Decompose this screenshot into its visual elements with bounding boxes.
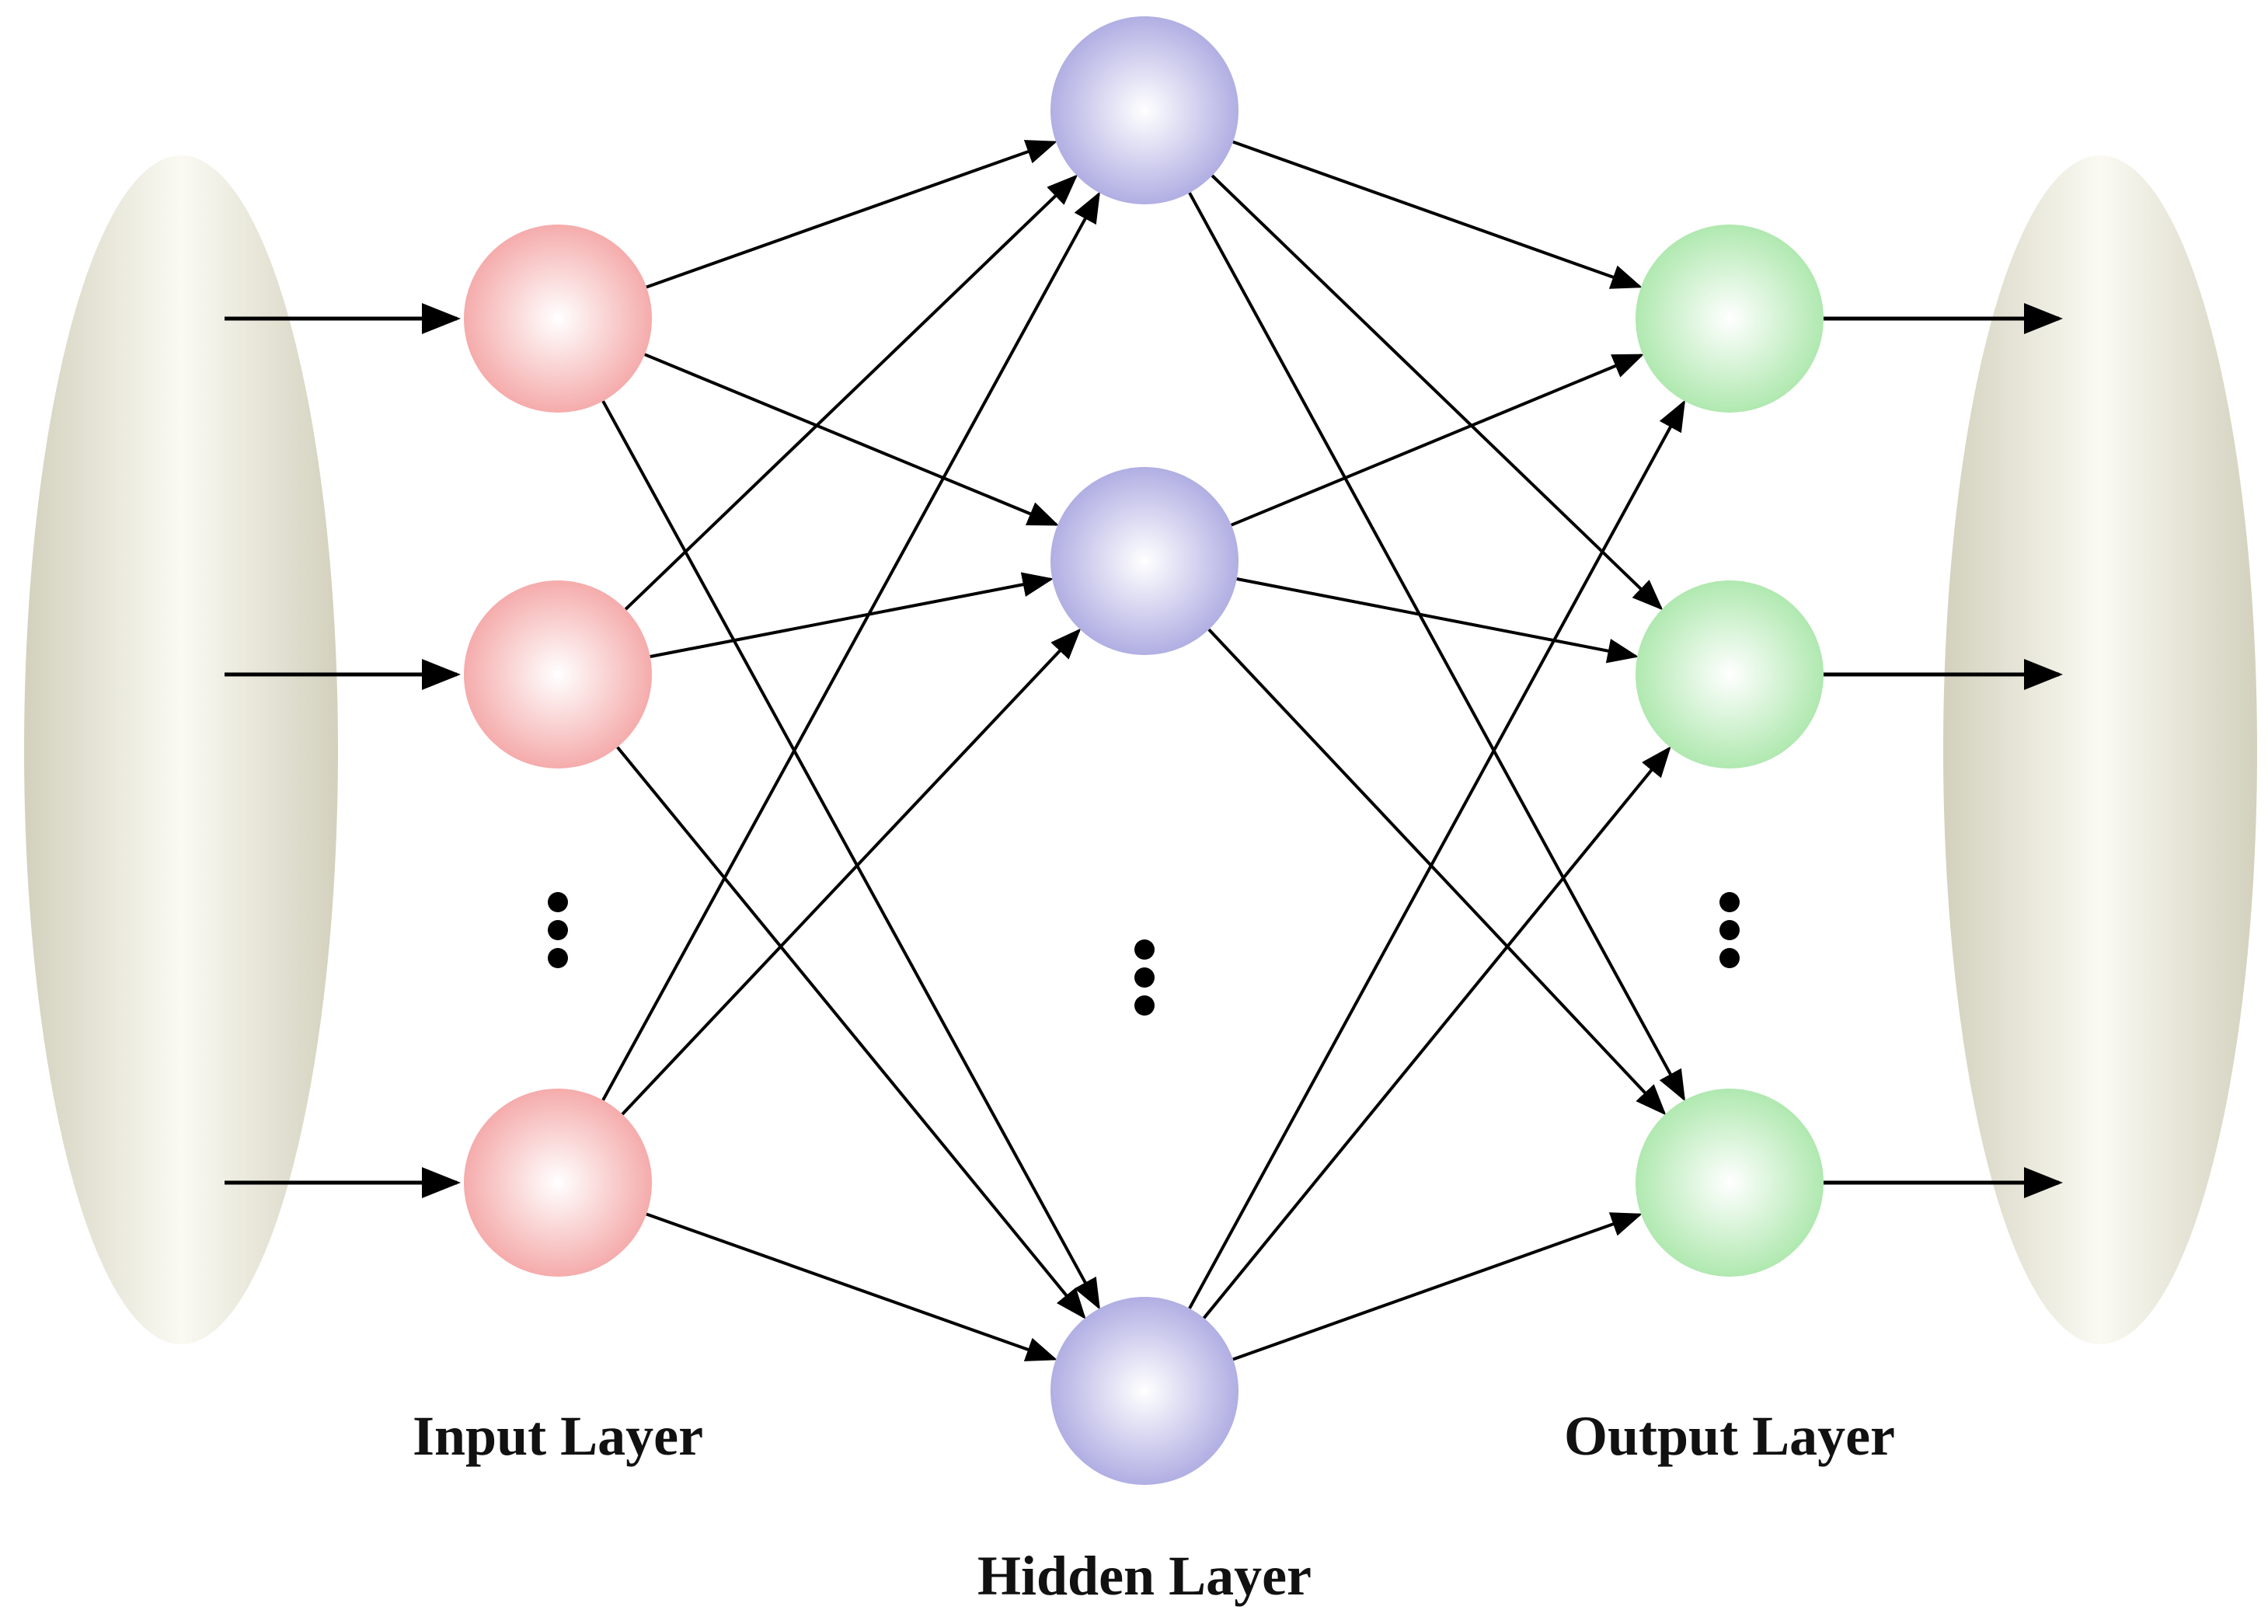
hidden-output-edge-2-1 bbox=[1231, 354, 1645, 527]
input-hidden-edge-1-1 bbox=[646, 140, 1057, 289]
hidden-output-edge-2-2 bbox=[1236, 577, 1639, 664]
output-node-1 bbox=[1636, 225, 1824, 413]
input-node-3 bbox=[464, 1089, 652, 1277]
input-node-1 bbox=[464, 225, 652, 413]
hidden-layer-nodes bbox=[1050, 16, 1239, 1485]
hidden-output-edge-3-2 bbox=[1202, 746, 1671, 1319]
hidden-output-edge-3-3 bbox=[1232, 1212, 1643, 1361]
input-hidden-edge-3-2 bbox=[621, 628, 1082, 1116]
output-layer-nodes bbox=[1636, 225, 1824, 1277]
hidden-node-3 bbox=[1050, 1297, 1239, 1485]
input-hidden-edge-2-3 bbox=[616, 746, 1086, 1319]
connections bbox=[601, 140, 1686, 1361]
input-layer-label: Input Layer bbox=[413, 1405, 703, 1467]
output-side-ellipse bbox=[1943, 155, 2257, 1344]
hidden-output-edge-2-3 bbox=[1207, 628, 1667, 1116]
input-hidden-edge-2-2 bbox=[650, 572, 1054, 658]
input-hidden-edge-2-1 bbox=[624, 174, 1078, 611]
output-ellipsis-dots bbox=[1719, 892, 1740, 968]
input-hidden-edge-3-1 bbox=[601, 191, 1100, 1101]
hidden-ellipsis-dots bbox=[1134, 939, 1155, 1016]
input-hidden-edge-1-3 bbox=[601, 400, 1100, 1310]
output-node-3 bbox=[1636, 1089, 1824, 1277]
input-arrows bbox=[225, 303, 461, 1198]
hidden-output-edge-1-3 bbox=[1188, 192, 1686, 1102]
input-ellipsis-dots bbox=[548, 892, 568, 968]
hidden-layer-label: Hidden Layer bbox=[977, 1545, 1312, 1607]
input-hidden-edge-3-3 bbox=[646, 1212, 1057, 1361]
output-layer-label: Output Layer bbox=[1564, 1405, 1895, 1467]
input-hidden-edge-1-2 bbox=[644, 353, 1059, 526]
hidden-node-1 bbox=[1050, 16, 1239, 204]
input-layer-nodes bbox=[464, 225, 652, 1277]
output-node-2 bbox=[1636, 580, 1824, 768]
output-arrows bbox=[1824, 303, 2063, 1198]
hidden-output-edge-1-2 bbox=[1211, 174, 1664, 611]
hidden-output-edge-3-1 bbox=[1188, 399, 1686, 1309]
hidden-node-2 bbox=[1050, 467, 1239, 655]
hidden-output-edge-1-1 bbox=[1232, 140, 1643, 289]
input-side-ellipse bbox=[24, 155, 338, 1344]
input-node-2 bbox=[464, 580, 652, 768]
